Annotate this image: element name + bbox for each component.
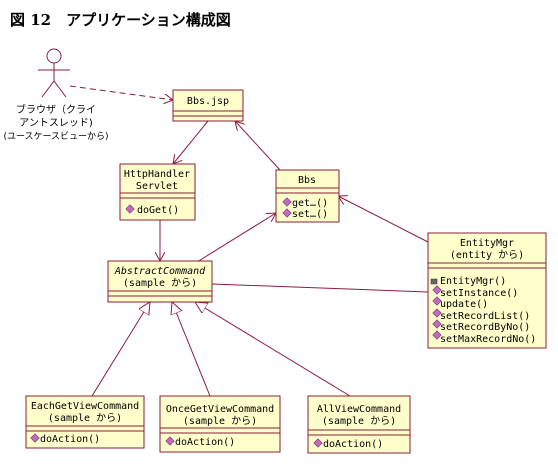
generalization-all-view	[195, 302, 351, 397]
class-once-get-view-command: OnceGetViewCommand (sample から) doAction(…	[159, 395, 281, 453]
operation-icon	[432, 285, 442, 295]
actor-label-line3: (ユースケースビューから)	[3, 131, 108, 142]
association-entity-mgr-to-bbs	[338, 196, 429, 243]
class-name: Bbs	[298, 175, 316, 186]
class-name-line2: (sample から)	[123, 277, 197, 289]
class-each-get-view-command: EachGetViewCommand (sample から) doAction(…	[25, 395, 145, 449]
operation-doAction: doAction()	[175, 437, 235, 448]
class-name-line2: Servlet	[136, 181, 178, 192]
browser-actor: ブラウザ（クライ アントスレッド) (ユースケースビューから)	[3, 48, 109, 142]
class-name-line2: (entity から)	[450, 249, 524, 261]
class-abstract-command: AbstractCommand (sample から)	[107, 260, 213, 303]
class-name-line1: HttpHandler	[124, 169, 190, 180]
operation-icon	[432, 330, 442, 340]
operation-doAction: doAction()	[40, 434, 100, 445]
operation-icon	[125, 204, 135, 214]
class-name-line2: (sample から)	[322, 415, 396, 427]
operation-icon	[30, 433, 40, 443]
actor-right-leg	[53, 80, 67, 98]
operation-setRecordList: setRecordList()	[440, 311, 530, 322]
class-name-line2: (sample から)	[48, 412, 122, 424]
actor-label-line2: アントスレッド)	[19, 118, 93, 129]
lock-icon	[430, 278, 438, 285]
class-all-view-command: AllViewCommand (sample から) doAction()	[307, 395, 411, 454]
class-entity-mgr: EntityMgr (entity から) EntityMgr() setIns…	[427, 232, 547, 349]
association-bbs-to-bbs-jsp	[235, 121, 281, 171]
actor-head	[46, 48, 62, 64]
class-http-handler-servlet: HttpHandler Servlet doGet()	[119, 163, 196, 221]
operation-icon	[432, 308, 442, 318]
operation-icon	[313, 438, 323, 448]
association-abstract-command-entity-mgr	[211, 283, 429, 293]
dependency-actor-to-bbs-jsp	[69, 85, 173, 100]
operation-get: get…()	[292, 198, 328, 209]
class-name-line2: (sample から)	[183, 415, 257, 427]
operation-setRecordByNo: setRecordByNo()	[440, 322, 530, 333]
class-name-line1: EachGetViewCommand	[31, 401, 139, 412]
operation-icon	[282, 197, 292, 207]
class-bbs: Bbs get…() set…()	[275, 169, 340, 223]
operation-update: update()	[440, 299, 488, 310]
operation-icon	[282, 208, 292, 218]
class-name-line1: EntityMgr	[460, 238, 514, 249]
operation-icon	[165, 436, 175, 446]
operation-setInstance: setInstance()	[440, 288, 518, 299]
operation-icon	[432, 319, 442, 329]
actor-left-leg	[41, 80, 55, 98]
operation-set: set…()	[292, 209, 328, 220]
operation-constructor: EntityMgr()	[440, 276, 506, 287]
operation-doGet: doGet()	[137, 205, 179, 216]
operation-icon	[432, 296, 442, 306]
operation-setMaxRecordNo: setMaxRecordNo()	[440, 334, 536, 345]
generalization-once-get	[172, 302, 211, 397]
association-bbs-jsp-to-http-handler	[173, 120, 209, 164]
operation-doAction: doAction()	[323, 439, 383, 450]
generalization-each-get	[91, 302, 150, 397]
class-bbs-jsp: Bbs.jsp	[172, 89, 244, 122]
class-name-line1: AllViewCommand	[317, 404, 401, 415]
figure-title: 図 12 アプリケーション構成図	[10, 11, 231, 29]
association-abstract-command-to-bbs	[196, 213, 276, 263]
class-name-line1: AbstractCommand	[114, 266, 206, 277]
class-name-line1: OnceGetViewCommand	[166, 404, 274, 415]
actor-label-line1: ブラウザ（クライ	[16, 103, 96, 116]
class-name: Bbs.jsp	[187, 96, 229, 107]
